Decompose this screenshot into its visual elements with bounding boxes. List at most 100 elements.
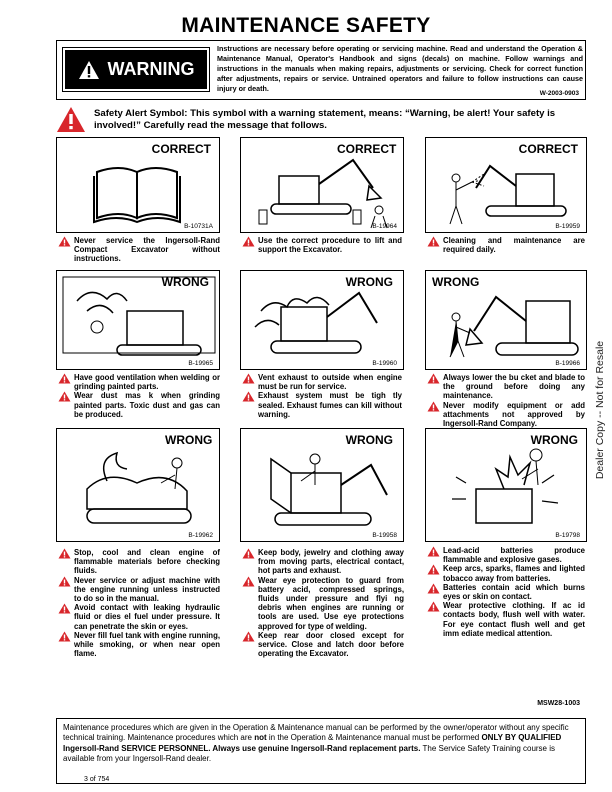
warning-text: Instructions are necessary before operat… bbox=[217, 44, 583, 93]
dealer-copy-watermark: Dealer Copy -- Not for Resale bbox=[594, 340, 606, 480]
caption-group-7: Stop, cool and clean engine of flammable… bbox=[58, 548, 220, 658]
caption-group-3: Cleaning and maintenance are required da… bbox=[427, 236, 585, 254]
caption-group-4: Have good ventilation when welding or gr… bbox=[58, 373, 220, 419]
safety-alert-icon bbox=[427, 401, 440, 412]
safety-alert-icon bbox=[58, 548, 71, 559]
panel-code: B-19964 bbox=[372, 223, 397, 230]
excavator-lift-illustration bbox=[258, 158, 388, 229]
caption-group-9: Lead-acid batteries produce flammable an… bbox=[427, 546, 585, 638]
safety-alert-icon bbox=[58, 631, 71, 642]
caption-item: Never modify equipment or add attachment… bbox=[427, 401, 585, 429]
caption-item: Keep rear door closed except for service… bbox=[242, 631, 404, 659]
safety-alert-icon bbox=[58, 576, 71, 587]
welding-illustration bbox=[62, 276, 216, 356]
panel-lift-support: CORRECT B-19964 bbox=[240, 137, 404, 233]
panel-code: B-19962 bbox=[188, 532, 213, 539]
caption-item: Keep body, jewelry and clothing away fro… bbox=[242, 548, 404, 576]
exhaust-illustration bbox=[254, 291, 378, 354]
panel-code: B-19966 bbox=[555, 360, 580, 367]
panel-batteries: WRONG B-19798 bbox=[425, 428, 587, 542]
battery-explosion-illustration bbox=[452, 448, 559, 524]
safety-alert-icon bbox=[57, 107, 85, 132]
caption-item: Always lower the bu cket and blade to th… bbox=[427, 373, 585, 401]
caption-item: Avoid contact with leaking hydraulic flu… bbox=[58, 603, 220, 631]
warning-code: W-2003-0903 bbox=[539, 90, 579, 97]
caption-item: Lead-acid batteries produce flammable an… bbox=[427, 546, 585, 564]
safety-alert-icon bbox=[58, 391, 71, 402]
panel-label: CORRECT bbox=[151, 142, 211, 156]
caption-item: Vent exhaust to outside when engine must… bbox=[242, 373, 402, 391]
safety-alert-icon bbox=[242, 631, 255, 642]
safety-alert-icon bbox=[242, 236, 255, 247]
caption-item: Wear eye protection to guard from batter… bbox=[242, 576, 404, 631]
caption-group-2: Use the correct procedure to lift and su… bbox=[242, 236, 402, 254]
caption-item: Never service or adjust machine with the… bbox=[58, 576, 220, 604]
safety-alert-icon bbox=[242, 548, 255, 559]
warning-label: WARNING bbox=[107, 59, 195, 79]
panel-label: CORRECT bbox=[518, 142, 578, 156]
caption-group-6: Always lower the bu cket and blade to th… bbox=[427, 373, 585, 428]
panel-cleaning: CORRECT B-19959 bbox=[425, 137, 587, 233]
safety-alert-icon bbox=[58, 373, 71, 384]
margin-mark bbox=[56, 770, 57, 778]
panel-label: WRONG bbox=[345, 275, 393, 289]
raised-bucket-illustration bbox=[449, 295, 579, 358]
caption-item: Never fill fuel tank with engine running… bbox=[58, 631, 220, 659]
panel-code: B-19960 bbox=[372, 360, 397, 367]
caption-item: Exhaust system must be tigh tly sealed. … bbox=[242, 391, 402, 419]
warning-box: WARNING Instructions are necessary befor… bbox=[56, 40, 586, 100]
safety-alert-icon bbox=[58, 236, 71, 247]
caption-group-5: Vent exhaust to outside when engine must… bbox=[242, 373, 402, 419]
panel-label: WRONG bbox=[345, 433, 393, 447]
open-door-illustration bbox=[270, 453, 388, 526]
page-number: 3 of 754 bbox=[84, 776, 110, 783]
panel-label: WRONG bbox=[432, 275, 480, 289]
caption-item: Wear dust mas k when grinding painted pa… bbox=[58, 391, 220, 419]
panel-ventilation: WRONG B-19965 bbox=[56, 270, 220, 370]
caption-item: Wear protective clothing. If ac id conta… bbox=[427, 601, 585, 638]
panel-label: CORRECT bbox=[337, 142, 397, 156]
panel-lower-bucket: WRONG B-19966 bbox=[425, 270, 587, 370]
caption-group-8: Keep body, jewelry and clothing away fro… bbox=[242, 548, 404, 658]
panel-code: B-19959 bbox=[555, 223, 580, 230]
safety-alert-icon bbox=[427, 373, 440, 384]
panel-stop-cool: WRONG B-19962 bbox=[56, 428, 220, 542]
manual-book-illustration bbox=[93, 167, 181, 224]
panel-exhaust: WRONG B-19960 bbox=[240, 270, 404, 370]
safety-alert-row: Safety Alert Symbol: This symbol with a … bbox=[56, 106, 586, 134]
caption-item: Have good ventilation when welding or gr… bbox=[58, 373, 220, 391]
safety-alert-icon bbox=[427, 564, 440, 575]
safety-alert-icon bbox=[58, 603, 71, 614]
safety-alert-icon bbox=[427, 583, 440, 594]
safety-alert-icon bbox=[242, 373, 255, 384]
safety-alert-icon bbox=[242, 391, 255, 402]
caption-item: Keep arcs, sparks, flames and lighted to… bbox=[427, 564, 585, 583]
safety-alert-text: Safety Alert Symbol: This symbol with a … bbox=[94, 108, 556, 131]
warning-badge: WARNING bbox=[62, 47, 210, 92]
panel-code: B-19958 bbox=[372, 532, 397, 539]
safety-alert-icon bbox=[242, 576, 255, 587]
msw-code: MSW28-1003 bbox=[537, 700, 580, 707]
cleaning-illustration bbox=[449, 164, 567, 225]
caption-item: Cleaning and maintenance are required da… bbox=[427, 236, 585, 254]
panel-code: B-10731A bbox=[184, 223, 213, 230]
panel-code: B-19965 bbox=[188, 360, 213, 367]
panel-read-manual: CORRECT B-10731A bbox=[56, 137, 220, 233]
panel-moving-parts: WRONG B-19958 bbox=[240, 428, 404, 542]
caption-item: Use the correct procedure to lift and su… bbox=[242, 236, 402, 254]
safety-alert-icon bbox=[427, 601, 440, 612]
panel-label: WRONG bbox=[165, 433, 213, 447]
engine-fire-illustration bbox=[86, 451, 192, 524]
safety-alert-icon bbox=[427, 236, 440, 247]
warning-triangle-icon bbox=[78, 60, 99, 79]
safety-alert-icon bbox=[427, 546, 440, 557]
panel-code: B-19798 bbox=[555, 532, 580, 539]
panel-label: WRONG bbox=[530, 433, 578, 447]
page-title: MAINTENANCE SAFETY bbox=[181, 14, 431, 37]
caption-item: Never service the Ingersoll-Rand Compact… bbox=[58, 236, 220, 264]
bottom-notice: Maintenance procedures which are given i… bbox=[56, 718, 586, 784]
caption-item: Batteries contain acid which burns eyes … bbox=[427, 583, 585, 601]
caption-group-1: Never service the Ingersoll-Rand Compact… bbox=[58, 236, 220, 264]
caption-item: Stop, cool and clean engine of flammable… bbox=[58, 548, 220, 576]
panel-label: WRONG bbox=[161, 275, 209, 289]
